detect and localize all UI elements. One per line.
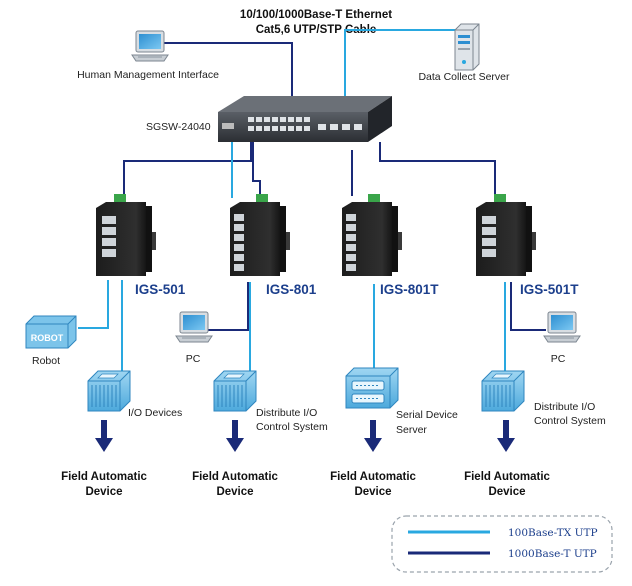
down-arrow-icon — [497, 420, 515, 452]
industrial-switch-icon — [230, 194, 290, 276]
human-management-label: Human Management Interface — [77, 69, 219, 81]
switch-label-igs-501t: IGS-501T — [520, 282, 579, 297]
down-arrow-icon — [226, 420, 244, 452]
robot-icon-text: ROBOT — [31, 333, 64, 343]
field-device-label-4b: Device — [488, 486, 525, 498]
legend-label-tx: 100Base-TX UTP — [508, 527, 598, 539]
switch-label-igs-801t: IGS-801T — [380, 282, 439, 297]
down-arrow-icon — [95, 420, 113, 452]
robot-label: Robot — [32, 355, 60, 367]
io-module-icon — [87, 370, 131, 412]
field-device-label-2a: Field Automatic — [192, 471, 278, 483]
pc-label-left: PC — [186, 353, 201, 365]
robot-icon: ROBOT — [25, 315, 77, 349]
data-collect-server-label: Data Collect Server — [418, 71, 510, 83]
computer-icon — [175, 311, 213, 343]
console-port-icon — [222, 123, 234, 129]
field-device-label-3a: Field Automatic — [330, 471, 416, 483]
network-switch-icon — [218, 96, 392, 142]
field-device-label-1b: Device — [85, 486, 122, 498]
fast-ethernet-cables — [78, 29, 506, 374]
pc-label-right: PC — [551, 353, 566, 365]
industrial-switch-icon — [96, 194, 156, 276]
header-line-2: Cat5,6 UTP/STP Cable — [256, 24, 377, 36]
header-line-1: 10/100/1000Base-T Ethernet — [240, 9, 392, 21]
serial-device-label-2: Server — [396, 424, 427, 436]
switch-label-igs-801: IGS-801 — [266, 282, 317, 297]
management-pc-icon — [131, 30, 169, 62]
serial-server-icon — [345, 367, 399, 409]
switch-label-igs-501: IGS-501 — [135, 282, 186, 297]
legend-label-t: 1000Base-T UTP — [508, 548, 597, 560]
io-module-icon — [213, 370, 257, 412]
legend: 100Base-TX UTP 1000Base-T UTP — [391, 515, 613, 573]
down-arrow-icon — [364, 420, 382, 452]
distribute-io-label-right-2: Control System — [534, 415, 606, 427]
field-device-label-4a: Field Automatic — [464, 471, 550, 483]
io-devices-label: I/O Devices — [128, 407, 182, 419]
distribute-io-label-right-1: Distribute I/O — [534, 401, 595, 413]
distribute-io-label-left-2: Control System — [256, 421, 328, 433]
serial-device-label-1: Serial Device — [396, 409, 458, 421]
industrial-switch-icon — [342, 194, 402, 276]
distribute-io-label-left-1: Distribute I/O — [256, 407, 317, 419]
io-module-icon — [481, 370, 525, 412]
computer-icon — [543, 311, 581, 343]
industrial-switch-icon — [476, 194, 536, 276]
field-device-label-3b: Device — [354, 486, 391, 498]
field-device-label-1a: Field Automatic — [61, 471, 147, 483]
core-switch-label: SGSW-24040 — [146, 121, 211, 133]
field-device-label-2b: Device — [216, 486, 253, 498]
gigabit-cables — [123, 42, 546, 331]
server-tower-icon — [454, 23, 480, 71]
